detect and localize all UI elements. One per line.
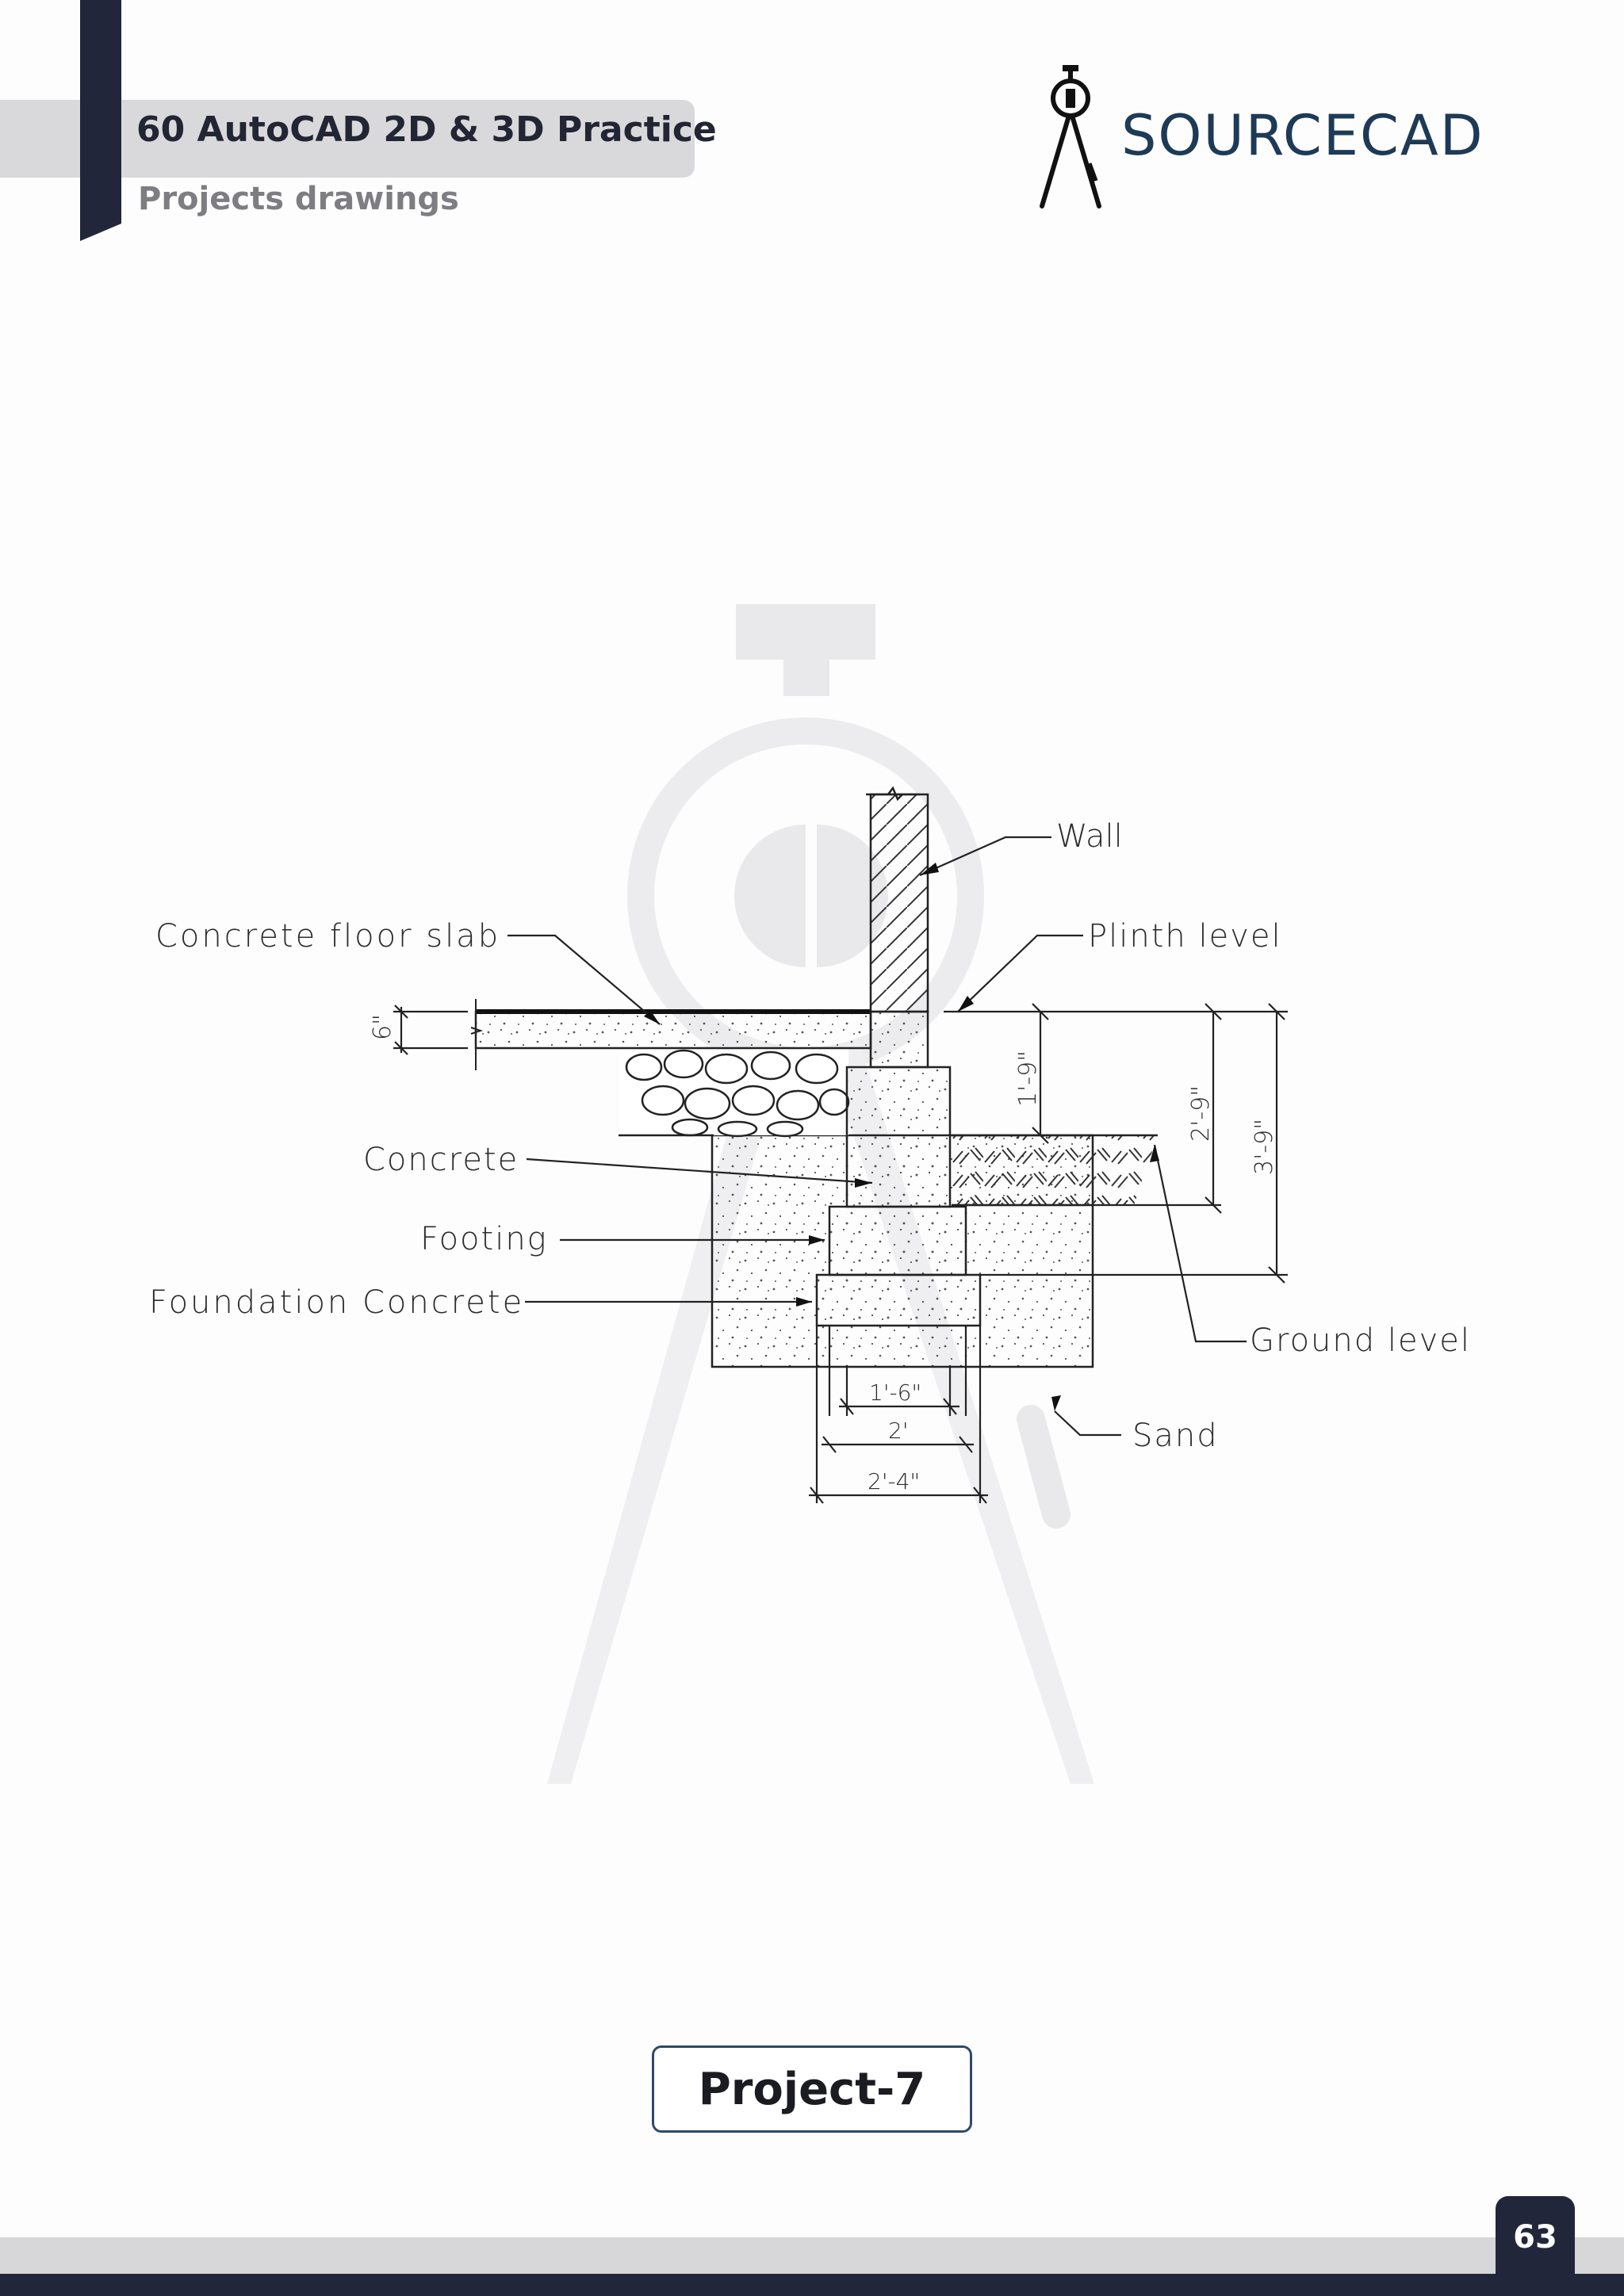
concrete-pier: [845, 1066, 952, 1208]
label-ground-level: Ground level: [1250, 1322, 1471, 1359]
dim-plinth-to-sand: 2'-9": [1187, 1085, 1215, 1142]
header-accent-bar: [80, 0, 121, 241]
project-label: Project-7: [698, 2063, 926, 2115]
label-concrete-floor-slab: Concrete floor slab: [155, 918, 500, 955]
dim-plinth-to-base: 3'-9": [1251, 1119, 1278, 1175]
drafting-compass-icon: [1040, 65, 1101, 209]
footing: [828, 1205, 967, 1276]
dim-width-3: 2'-4": [868, 1468, 920, 1494]
page-number-badge: 63: [1496, 2196, 1575, 2296]
brand-name: SOURCECAD: [1121, 103, 1484, 168]
footer-band: [0, 2237, 1624, 2274]
dim-slab-thickness: 6": [369, 1014, 396, 1040]
label-sand: Sand: [1132, 1418, 1219, 1454]
label-wall: Wall: [1056, 818, 1123, 855]
dim-width-2: 2': [888, 1418, 909, 1444]
floor-slab: [474, 1010, 872, 1050]
project-label-box: Project-7: [652, 2045, 972, 2133]
label-plinth-level: Plinth level: [1088, 918, 1282, 955]
earth-fill: [952, 1135, 1158, 1205]
rubble-bed: [619, 1048, 848, 1135]
foundation-concrete: [815, 1273, 982, 1327]
label-footing: Footing: [420, 1221, 548, 1257]
footer-bar: [0, 2274, 1624, 2296]
label-foundation-concrete: Foundation Concrete: [149, 1284, 524, 1321]
wall: [869, 793, 929, 1013]
dim-plinth-to-ground: 1'-9": [1014, 1050, 1042, 1107]
dim-width-1: 1'-6": [869, 1380, 921, 1406]
page-number: 63: [1513, 2219, 1557, 2256]
label-concrete: Concrete: [363, 1142, 519, 1178]
header-title: 60 AutoCAD 2D & 3D Practice: [136, 109, 717, 150]
header-subtitle: Projects drawings: [138, 181, 459, 217]
